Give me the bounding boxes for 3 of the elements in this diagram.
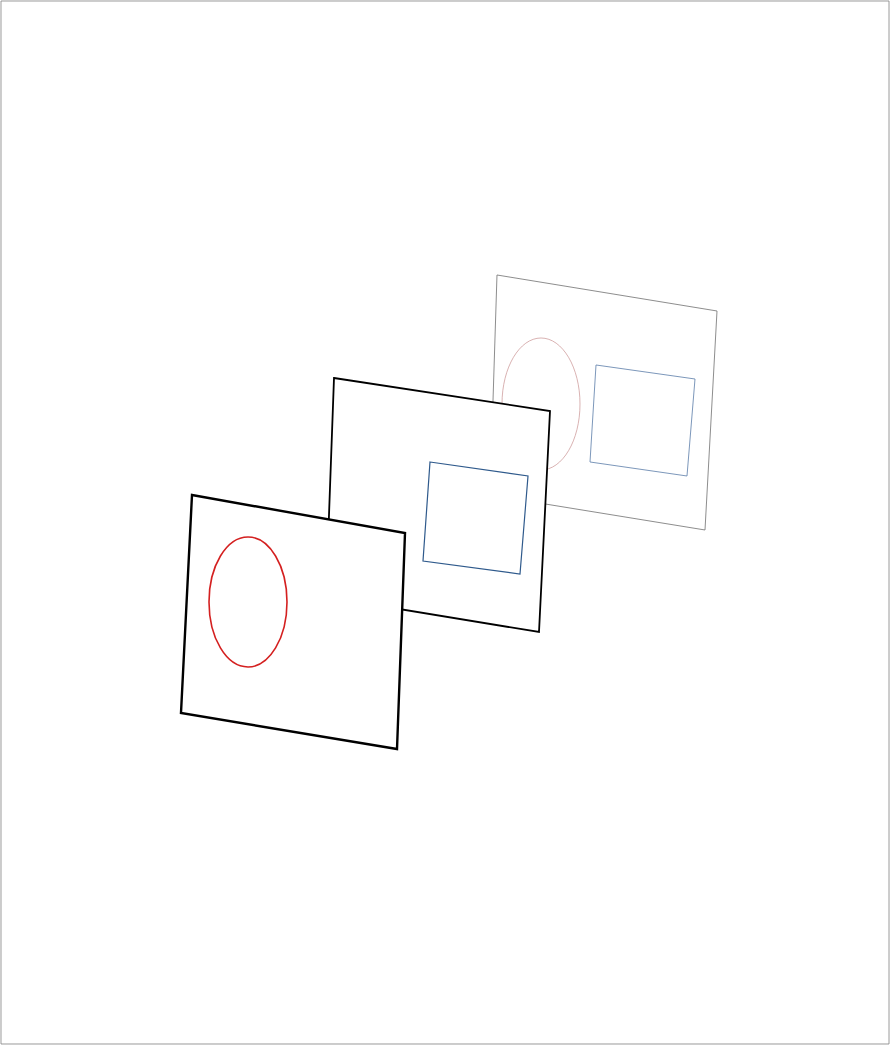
square-outline [589,364,696,477]
square-outline [422,461,529,575]
ellipse-outline [208,536,288,668]
